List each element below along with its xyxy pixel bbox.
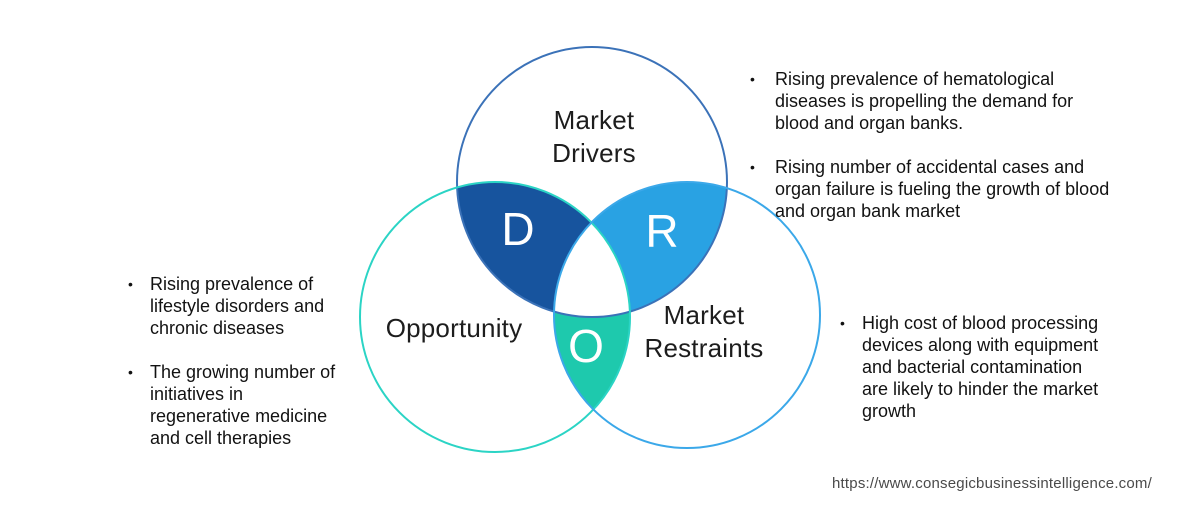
source-url: https://www.consegicbusinessintelligence… xyxy=(832,475,1152,492)
drivers-restraints-overlap xyxy=(554,182,727,317)
restraints-circle-outline xyxy=(553,181,821,449)
letter-o: O xyxy=(568,320,604,372)
market-drivers-label: Market Drivers xyxy=(552,105,636,168)
bullet-icon: • xyxy=(840,315,845,331)
drivers-circle-outline xyxy=(456,46,728,318)
letter-d: D xyxy=(501,203,535,255)
list-item: • High cost of blood processing devices … xyxy=(840,312,1105,422)
bullet-icon: • xyxy=(128,364,133,380)
bullet-icon: • xyxy=(128,276,133,292)
letter-r: R xyxy=(645,205,679,257)
opportunity-bullet-list: • Rising prevalence of lifestyle disorde… xyxy=(128,273,342,449)
bullet-icon: • xyxy=(750,159,755,175)
list-item: • Rising number of accidental cases and … xyxy=(750,156,1120,222)
restraints-bullet-list: • High cost of blood processing devices … xyxy=(840,312,1105,422)
bullet-icon: • xyxy=(750,71,755,87)
bullet-text: High cost of blood processing devices al… xyxy=(862,313,1099,421)
drivers-bullet-list: • Rising prevalence of hematological dis… xyxy=(750,68,1120,222)
bullet-text: The growing number of initiatives in reg… xyxy=(150,362,336,448)
bullet-text: Rising number of accidental cases and or… xyxy=(775,157,1110,221)
list-item: • Rising prevalence of lifestyle disorde… xyxy=(128,273,342,339)
list-item: • The growing number of initiatives in r… xyxy=(128,361,342,449)
opportunity-circle-outline xyxy=(359,181,631,453)
opportunity-label: Opportunity xyxy=(385,313,523,343)
bullet-text: Rising prevalence of lifestyle disorders… xyxy=(150,274,325,338)
drivers-opportunity-overlap xyxy=(457,182,630,317)
market-restraints-label: Market Restraints xyxy=(644,300,764,363)
bullet-text: Rising prevalence of hematological disea… xyxy=(775,69,1074,133)
list-item: • Rising prevalence of hematological dis… xyxy=(750,68,1120,134)
